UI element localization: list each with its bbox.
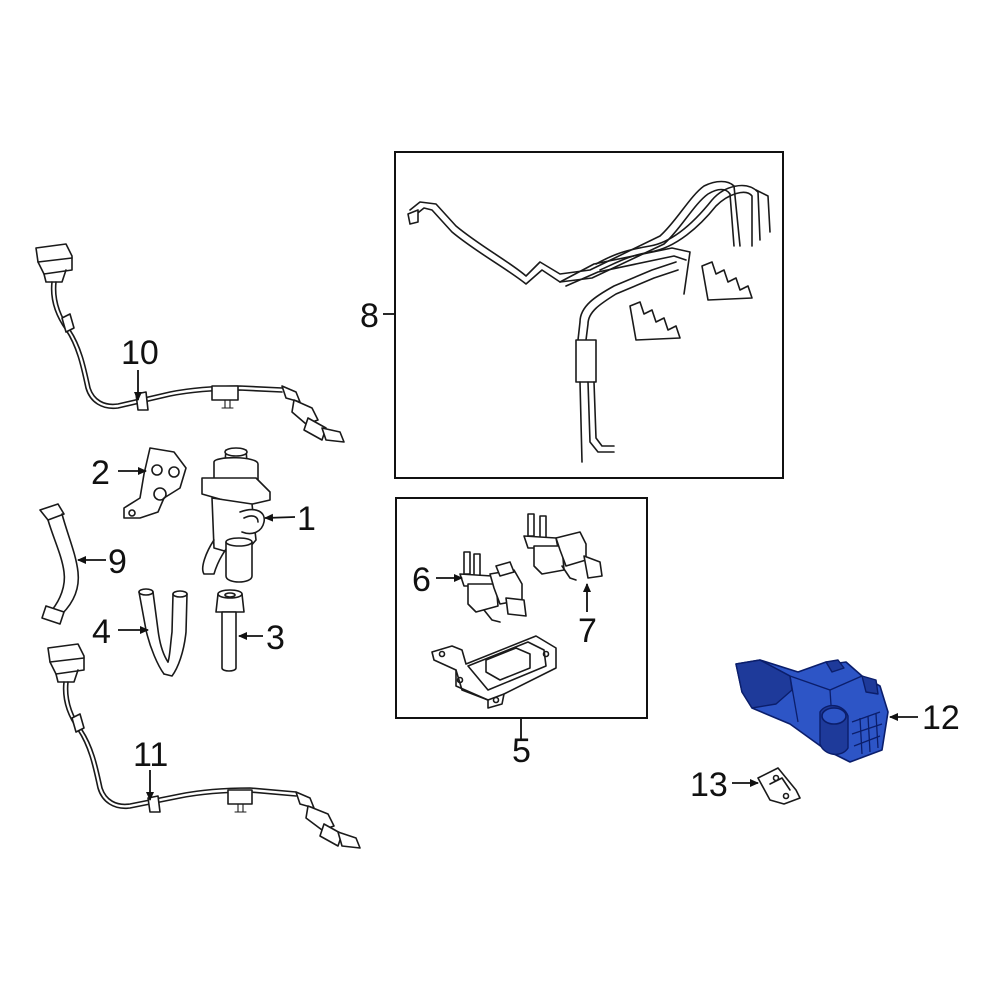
callout-5: 5 xyxy=(512,732,531,770)
part-10-oxygen-sensor-upper[interactable] xyxy=(35,243,345,443)
part-7-solenoid[interactable] xyxy=(523,513,603,581)
callout-11: 11 xyxy=(133,736,168,774)
part-4-hose[interactable] xyxy=(138,588,188,677)
part-3-connector[interactable] xyxy=(215,589,245,672)
part-2-gasket[interactable] xyxy=(123,447,187,519)
callout-6: 6 xyxy=(412,561,431,599)
callout-7: 7 xyxy=(578,612,597,650)
part-11-oxygen-sensor-lower[interactable] xyxy=(47,643,361,849)
part-9-vacuum-hose[interactable] xyxy=(39,503,80,625)
callout-12: 12 xyxy=(922,699,960,737)
callout-8: 8 xyxy=(360,297,379,335)
part-12-vapor-canister[interactable] xyxy=(735,659,889,763)
callout-2: 2 xyxy=(91,454,110,492)
callout-3: 3 xyxy=(266,619,285,657)
part-5-bracket[interactable] xyxy=(431,635,557,709)
hose-assembly-box xyxy=(394,151,784,479)
callout-4: 4 xyxy=(92,613,111,651)
callout-9: 9 xyxy=(108,543,127,581)
part-13-bracket[interactable] xyxy=(757,767,801,805)
callout-13: 13 xyxy=(690,766,728,804)
callout-10: 10 xyxy=(121,334,159,372)
part-6-solenoid[interactable] xyxy=(459,551,527,623)
callout-1: 1 xyxy=(297,500,316,538)
callout-labels: 1 2 3 4 5 6 7 8 9 10 11 12 13 xyxy=(91,297,960,804)
part-8-hose-assembly[interactable] xyxy=(407,180,771,463)
leader-lines xyxy=(77,313,918,801)
part-1-egr-valve[interactable] xyxy=(201,447,271,583)
